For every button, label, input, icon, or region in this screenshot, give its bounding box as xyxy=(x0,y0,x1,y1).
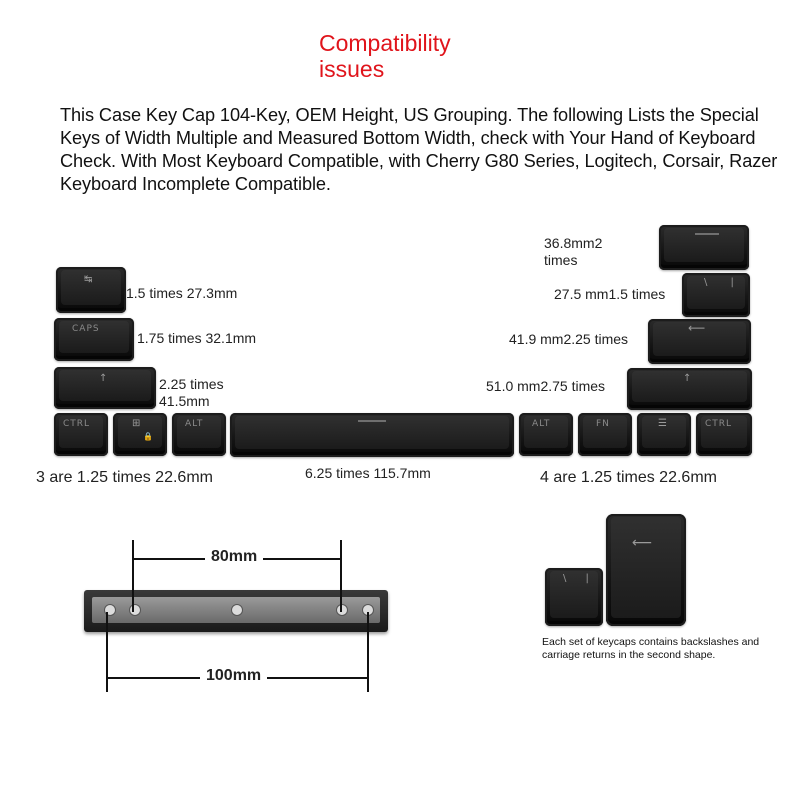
arrow-up-icon-right: ↑ xyxy=(683,373,692,384)
caption-right-group: 4 are 1.25 times 22.6mm xyxy=(540,469,717,486)
key-caps-1-75x: CAPS xyxy=(54,318,134,361)
arrow-up-icon: ↑ xyxy=(99,373,108,384)
page-title: Compatibility issues xyxy=(319,30,451,82)
keycap-set-note: Each set of keycaps contains backslashes… xyxy=(542,636,760,661)
dim-100-right-tick xyxy=(367,612,369,692)
caption-spacebar: 6.25 times 115.7mm xyxy=(305,465,431,481)
alt-legend-right: ALT xyxy=(532,419,551,429)
ctrl-legend-right: CTRL xyxy=(705,419,733,429)
spacebar-mark xyxy=(358,420,386,422)
key-alt-right: ALT xyxy=(519,413,573,456)
dim-80-right-tick xyxy=(340,540,342,612)
label-1-5x-right: 27.5 mm1.5 times xyxy=(554,286,666,302)
caps-legend: CAPS xyxy=(72,324,100,334)
ctrl-legend: CTRL xyxy=(63,419,91,429)
key-spacebar-6-25x xyxy=(230,413,514,457)
backslash-icon-second: \ | xyxy=(563,573,597,584)
windows-icon: ⊞ xyxy=(132,418,141,429)
alt-legend: ALT xyxy=(185,419,204,429)
fn-legend: FN xyxy=(596,419,610,429)
dim-100-label: 100mm xyxy=(200,667,268,685)
label-2-25x: 2.25 times 41.5mm xyxy=(159,376,224,409)
menu-icon: ☰ xyxy=(658,418,667,429)
backslash-icon: \ | xyxy=(704,277,744,288)
key-shift-2-25x: ↑ xyxy=(54,367,156,409)
key-fn: FN xyxy=(578,413,632,456)
key-menu: ☰ xyxy=(637,413,691,456)
key-backslash-1-5x: \ | xyxy=(682,273,750,317)
key-backslash-second-shape: \ | xyxy=(545,568,603,626)
enter-arrow-icon-second: ⟵ xyxy=(632,535,653,551)
intro-text: This Case Key Cap 104-Key, OEM Height, U… xyxy=(60,105,778,194)
backspace-arrow-icon xyxy=(695,233,719,235)
dim-80-label: 80mm xyxy=(205,548,264,566)
spacebar-underside xyxy=(84,590,388,632)
lock-icon: 🔒 xyxy=(143,432,153,441)
tab-icon: ↹ xyxy=(84,274,93,285)
key-enter-2-25x: ⟵ xyxy=(648,319,751,364)
enter-arrow-icon: ⟵ xyxy=(688,321,706,335)
dim-80-left-tick xyxy=(132,540,134,612)
label-2-25x-right: 41.9 mm2.25 times xyxy=(509,331,629,347)
key-ctrl-left: CTRL xyxy=(54,413,108,456)
key-backspace-2x xyxy=(659,225,749,270)
caption-left-group: 3 are 1.25 times 22.6mm xyxy=(36,469,213,486)
key-enter-second-shape: ⟵ xyxy=(606,514,686,626)
dim-100-left-tick xyxy=(106,612,108,692)
label-1-5x: 1.5 times 27.3mm xyxy=(126,285,238,301)
label-1-75x: 1.75 times 32.1mm xyxy=(137,330,257,346)
key-windows: ⊞ 🔒 xyxy=(113,413,167,456)
key-ctrl-right: CTRL xyxy=(696,413,752,456)
key-1-5x: ↹ xyxy=(56,267,126,313)
label-2-75x-right: 51.0 mm2.75 times xyxy=(486,378,606,394)
label-2x: 36.8mm2 times xyxy=(544,235,603,268)
key-shift-2-75x: ↑ xyxy=(627,368,752,410)
key-alt-left: ALT xyxy=(172,413,226,456)
